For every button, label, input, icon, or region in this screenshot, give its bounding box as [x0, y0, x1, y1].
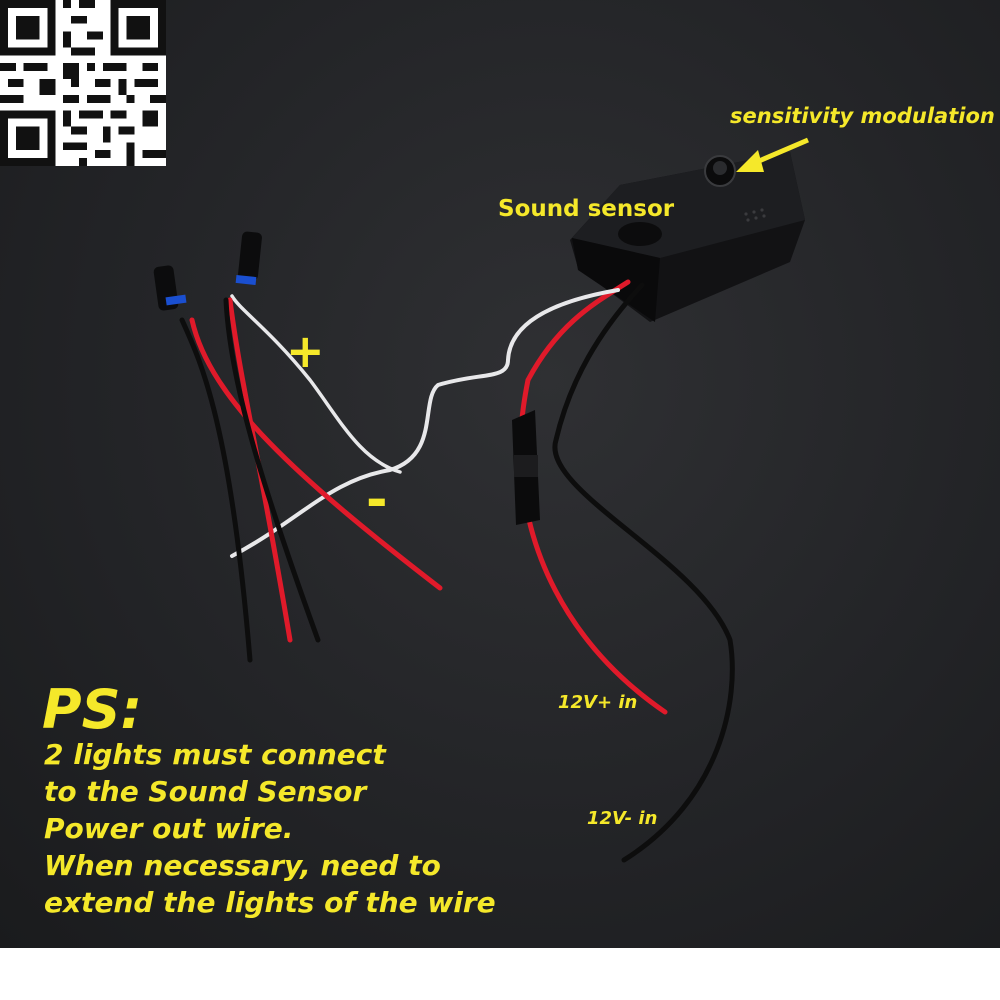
fuse-holder — [512, 410, 540, 525]
qr-code — [0, 0, 166, 166]
v-minus-in-label: 12V- in — [587, 808, 658, 829]
v-plus-in-label: 12V+ in — [558, 692, 638, 713]
product-photo: sensitivity modulation Sound sensor + - … — [0, 0, 1000, 948]
minus-label: - — [366, 470, 388, 530]
note-title: PS: — [42, 678, 143, 741]
connectors — [153, 231, 262, 311]
wires — [179, 279, 735, 863]
sound-sensor-label: Sound sensor — [498, 196, 675, 222]
bottom-margin — [0, 948, 1000, 1000]
arrow-icon — [736, 137, 809, 172]
note-line: to the Sound Sensor — [44, 775, 367, 808]
sound-sensor-box — [570, 152, 805, 322]
note-line: When necessary, need to — [44, 849, 441, 882]
plus-label: + — [286, 324, 325, 378]
note-line: extend the lights of the wire — [44, 886, 496, 919]
note-line: Power out wire. — [44, 812, 294, 845]
wiring-scene — [153, 137, 809, 863]
note-line: 2 lights must connect — [44, 738, 386, 771]
sensitivity-label: sensitivity modulation — [730, 104, 995, 128]
